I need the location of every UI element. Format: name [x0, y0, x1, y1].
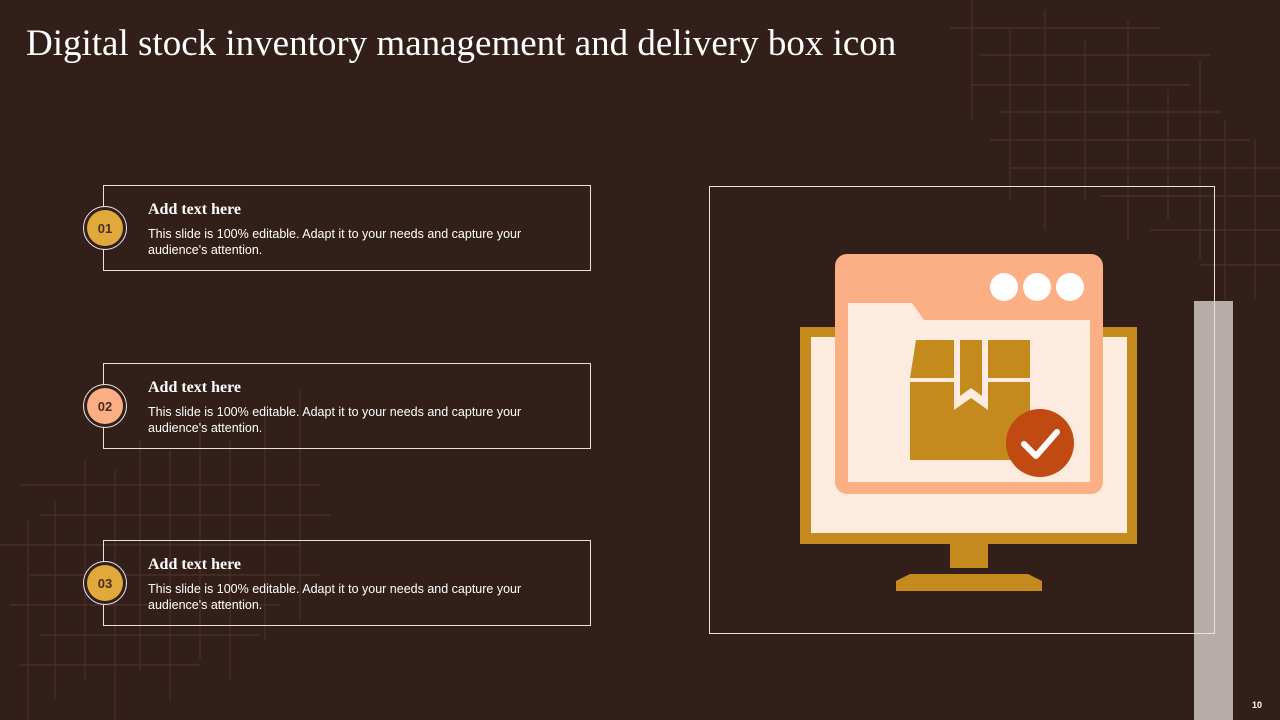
item-body-02: This slide is 100% editable. Adapt it to…: [148, 405, 522, 435]
page-number: 10: [1251, 700, 1262, 710]
text-item-03: 03 Add text here This slide is 100% edit…: [83, 540, 591, 626]
item-heading-01: Add text here: [148, 201, 242, 218]
slide-title: Digital stock inventory management and d…: [26, 23, 897, 64]
number-badge-03: 03: [83, 561, 127, 605]
number-badge-03-fill: 03: [87, 565, 123, 601]
item-heading-03: Add text here: [148, 556, 242, 573]
item-heading-02: Add text here: [148, 379, 242, 396]
item-body-01: This slide is 100% editable. Adapt it to…: [148, 227, 522, 257]
check-icon: [1006, 409, 1074, 477]
text-item-01: 01 Add text here This slide is 100% edit…: [83, 185, 591, 271]
illustration-frame: [709, 186, 1215, 634]
item-body-03: This slide is 100% editable. Adapt it to…: [148, 582, 522, 612]
side-accent-bar: [1194, 301, 1233, 720]
number-badge-02: 02: [83, 384, 127, 428]
monitor-with-folder-and-delivery-box-icon: [800, 254, 1137, 591]
number-badge-02-fill: 02: [87, 388, 123, 424]
text-item-02: 02 Add text here This slide is 100% edit…: [83, 363, 591, 449]
number-badge-01: 01: [83, 206, 127, 250]
number-badge-01-fill: 01: [87, 210, 123, 246]
